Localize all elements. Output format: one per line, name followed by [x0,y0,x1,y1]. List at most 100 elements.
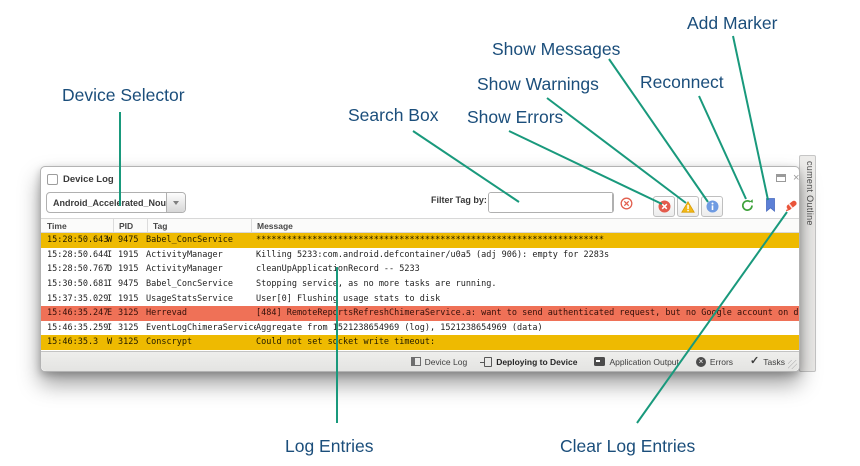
log-time: 15:46:35.3 [47,337,99,348]
log-message: Could not set socket write timeout: [256,337,436,348]
reconnect-icon[interactable] [740,198,755,213]
statusbar-item-errors[interactable]: ×Errors [695,356,734,367]
show-errors-button[interactable] [653,196,675,217]
panel-icon [410,357,421,366]
annotation-search-box: Search Box [348,105,439,125]
filter-tag-input[interactable] [489,193,612,212]
log-level: D [107,264,113,275]
log-time: 15:28:50.643 [47,235,109,246]
clear-log-icon[interactable] [784,198,799,212]
log-level: W [107,337,113,348]
add-marker-icon[interactable] [765,198,776,212]
statusbar-item-label: Device Log [424,356,468,367]
log-table-header: Time PID Tag Message [41,218,799,233]
annotation-device-selector: Device Selector [62,85,185,105]
error-circle-icon: × [695,356,706,367]
device-log-panel: Device Log Android_Accelerated_Nougat Fi… [40,166,800,372]
log-tag: Babel_ConcService [146,235,233,246]
log-message: User[0] Flushing usage stats to disk [256,293,441,304]
log-message: Killing 5233:com.android.defcontainer/u0… [256,249,610,260]
log-message: [484] RemoteReportsRefreshChimeraService… [256,308,799,319]
annotation-add-marker: Add Marker [687,13,778,33]
log-tag: Herrevad [146,308,187,319]
show-warnings-button[interactable] [677,196,699,217]
annotation-clear-log-entries: Clear Log Entries [560,436,696,456]
console-icon [594,357,606,366]
annotation-show-messages: Show Messages [492,39,621,59]
filter-tag-combobox[interactable] [488,192,614,213]
log-pid: 1915 [118,264,139,275]
statusbar-item-device-log[interactable]: Device Log [410,356,468,367]
statusbar-item-application-output[interactable]: Application Output [594,356,679,367]
log-message: Aggregate from 1521238654969 (log), 1521… [256,322,543,333]
statusbar-item-deploying-to-device[interactable]: Deploying to Device [480,356,578,367]
log-level: I [107,293,113,304]
chevron-down-icon[interactable] [166,193,185,212]
log-row[interactable]: 15:46:35.3 W 3125 Conscrypt Could not set so… [41,335,799,350]
device-selector-value: Android_Accelerated_Nougat [53,197,166,208]
log-time: 15:30:50.681 [47,279,109,290]
statusbar-item-tasks[interactable]: ✓Tasks [750,356,785,367]
log-time: 15:46:35.247 [47,308,109,319]
statusbar-item-label: Application Output [609,356,679,367]
log-tag: EventLogChimeraService [146,322,256,333]
float-window-icon[interactable] [776,174,786,182]
clear-search-icon[interactable] [620,197,633,210]
log-level: I [107,279,113,290]
column-header-message[interactable]: Message [257,220,293,231]
close-icon[interactable]: × [793,172,800,184]
annotation-show-warnings: Show Warnings [477,74,599,94]
log-level: E [107,308,113,319]
log-tag: ActivityManager [146,264,223,275]
log-pid: 9475 [118,235,139,246]
column-header-pid[interactable]: PID [114,219,148,232]
log-tag: Conscrypt [146,337,193,348]
column-header-time[interactable]: Time [47,219,114,232]
statusbar-item-label: Errors [709,356,734,367]
annotation-log-entries: Log Entries [285,436,374,456]
column-header-tag[interactable]: Tag [148,219,252,232]
log-tag: Babel_ConcService [146,279,233,290]
log-filter-button-group [653,196,723,217]
panel-window-controls: × [776,172,800,184]
tab-document-outline[interactable]: cument Outline [799,155,816,372]
device-selector-dropdown[interactable]: Android_Accelerated_Nougat [46,192,186,213]
log-time: 15:46:35.259 [47,322,109,333]
device-log-checkbox-row[interactable]: Device Log [47,174,114,185]
log-pid: 3125 [118,322,139,333]
resize-grip[interactable] [788,360,797,369]
log-message: ****************************************… [256,235,604,246]
log-pid: 9475 [118,279,139,290]
annotation-show-errors: Show Errors [467,107,564,127]
show-messages-button[interactable] [701,196,723,217]
device-log-checkbox[interactable] [47,174,58,185]
device-log-header: Device Log Android_Accelerated_Nougat Fi… [41,167,799,218]
statusbar-item-label: Deploying to Device [496,356,578,367]
log-level: I [107,249,113,260]
log-tag: ActivityManager [146,249,223,260]
log-pid: 3125 [118,337,139,348]
log-pid: 1915 [118,293,139,304]
log-tag: UsageStatsService [146,293,233,304]
panel-status-bar: Device Log Deploying to Device Application… [41,351,799,371]
filter-tag-label: Filter Tag by: [431,195,487,205]
panel-title: Device Log [63,174,114,185]
log-message: cleanUpApplicationRecord -- 5233 [256,264,420,275]
deploy-icon [480,356,493,367]
log-pid: 3125 [118,308,139,319]
annotation-reconnect: Reconnect [640,72,724,92]
chevron-down-icon[interactable] [612,193,613,212]
log-level: W [107,235,113,246]
log-time: 15:37:35.029 [47,293,109,304]
log-pid: 1915 [118,249,139,260]
log-time: 15:28:50.767 [47,264,109,275]
